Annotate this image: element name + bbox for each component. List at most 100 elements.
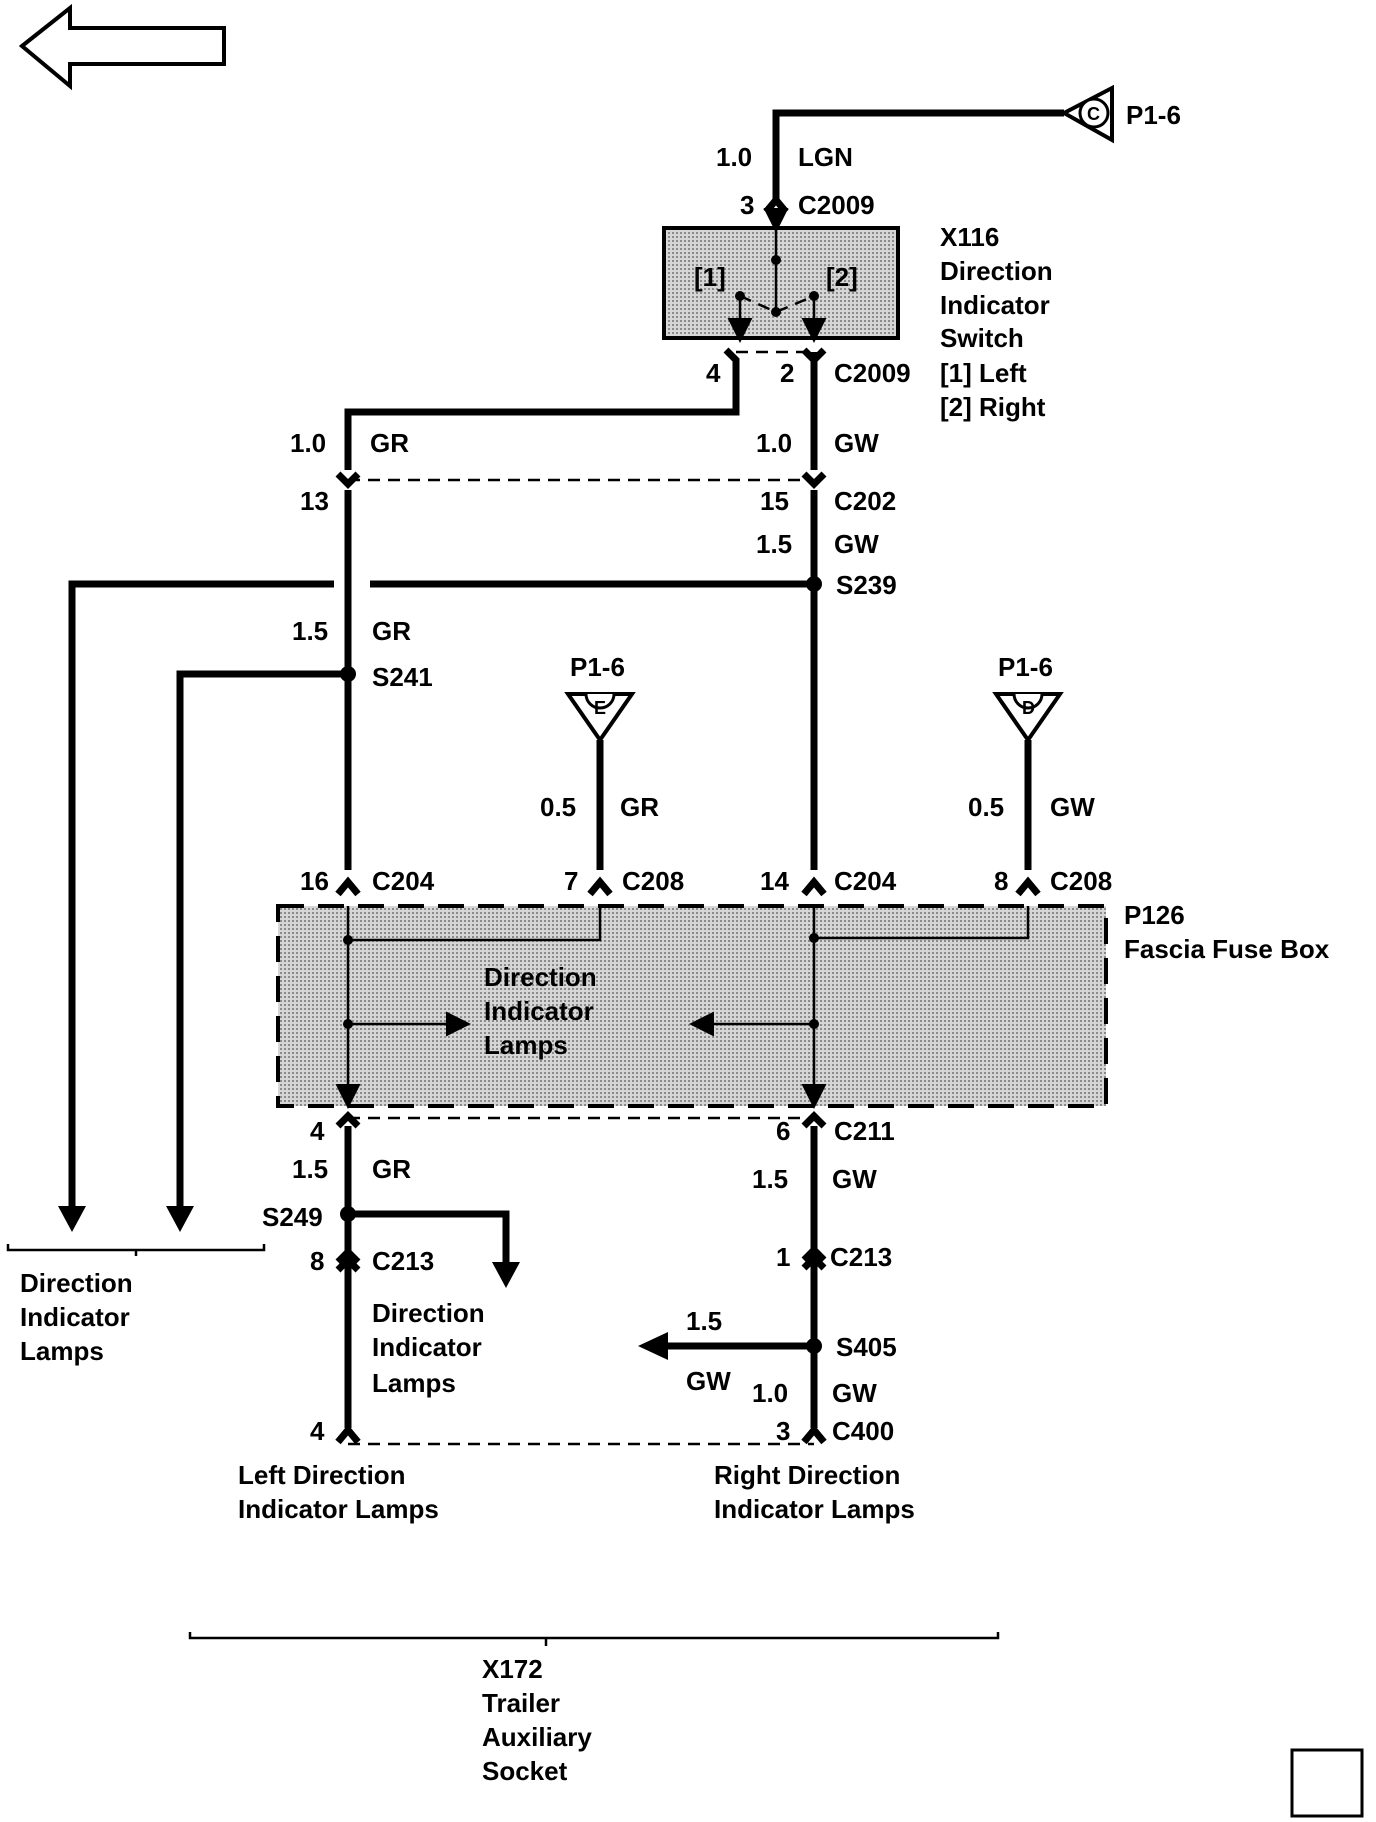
trailer-name-2: Auxiliary [482, 1722, 592, 1752]
c2009-bottom: C2009 [834, 358, 911, 388]
c202-pin15-terminal [801, 471, 827, 489]
gr-b-color: GR [372, 1154, 411, 1184]
left-dil-1: Direction [20, 1268, 133, 1298]
switch-internals [727, 208, 827, 343]
c2009-pin2-terminal [801, 347, 827, 365]
c202-pin15: 15 [760, 486, 789, 516]
c202: C202 [834, 486, 896, 516]
c213-pin1: 1 [776, 1242, 790, 1272]
p16-e: P1-6 [570, 652, 625, 682]
conn-e-letter: E [594, 698, 606, 718]
c213-a: C213 [372, 1246, 434, 1276]
trailer-socket-bracket [188, 1632, 1000, 1640]
c211-pin6: 6 [776, 1116, 790, 1146]
gw15-size: 1.5 [756, 529, 792, 559]
c211-pin4: 4 [310, 1116, 325, 1146]
fuse-box-id: P126 [1124, 900, 1185, 930]
c211: C211 [834, 1116, 895, 1146]
p16-top: P1-6 [1126, 100, 1181, 130]
wire-gr-left [344, 347, 740, 470]
switch-name-3: Switch [940, 323, 1024, 353]
fascia-fuse-box [276, 904, 1108, 1108]
c208-b: C208 [1050, 866, 1112, 896]
mid-dil-2: Indicator [372, 1332, 482, 1362]
fuse-box-name: Fascia Fuse Box [1124, 934, 1330, 964]
d-wire-size: 0.5 [968, 792, 1004, 822]
s405-size: 1.5 [686, 1306, 722, 1336]
gr15-size: 1.5 [292, 616, 328, 646]
top-wire-color: LGN [798, 142, 853, 172]
c211-pin4-terminal [335, 1111, 361, 1129]
left-lamps-bracket [6, 1244, 266, 1252]
trailer-name-1: Trailer [482, 1688, 560, 1718]
mid-dil-1: Direction [372, 1298, 485, 1328]
gr-wire-size: 1.0 [290, 428, 326, 458]
conn-c-letter: C [1087, 104, 1100, 124]
switch-name-2: Indicator [940, 290, 1050, 320]
gr-wire-color: GR [370, 428, 409, 458]
right-lamps-2: Indicator Lamps [714, 1494, 915, 1524]
switch-in-1: [1] [694, 262, 726, 292]
c400-wire-color: GW [832, 1378, 877, 1408]
top-wire-size: 1.0 [716, 142, 752, 172]
left-lamps-2: Indicator Lamps [238, 1494, 439, 1524]
page-corner-box[interactable] [1290, 1748, 1364, 1818]
gr-b-size: 1.5 [292, 1154, 328, 1184]
s239: S239 [836, 570, 897, 600]
c208-pin8-terminal [1015, 876, 1041, 897]
c204-pin14-terminal [801, 876, 827, 897]
c213-pin8-terminal [335, 1247, 361, 1273]
c202-pin13-terminal [335, 471, 361, 489]
wire-s239-branch-b [68, 580, 334, 1210]
left-lamps-1: Left Direction [238, 1460, 406, 1490]
s249: S249 [262, 1202, 323, 1232]
arrow-left-icon [638, 1332, 668, 1360]
connector-c-icon [1059, 84, 1114, 144]
c400-pin3-terminal [801, 1424, 827, 1445]
switch-legend-left: [1] Left [940, 358, 1027, 388]
d-wire-color: GW [1050, 792, 1095, 822]
s241: S241 [372, 662, 433, 692]
c208-pin7: 7 [564, 866, 578, 896]
wire-lgn-top [772, 109, 1064, 200]
c208-pin7-terminal [587, 876, 613, 897]
switch-id: X116 [940, 222, 999, 252]
c204-pin16-terminal [335, 876, 361, 897]
c213-b: C213 [830, 1242, 892, 1272]
back-arrow-icon[interactable] [18, 3, 226, 91]
arrow-down-icon-2 [166, 1206, 194, 1232]
arrow-down-icon-3 [492, 1262, 520, 1288]
c204-pin14: 14 [760, 866, 789, 896]
switch-legend-right: [2] Right [940, 392, 1046, 422]
c208-pin8: 8 [994, 866, 1008, 896]
fuse-in-2: Indicator [484, 996, 594, 1026]
fuse-in-3: Lamps [484, 1030, 568, 1060]
right-lamps-1: Right Direction [714, 1460, 900, 1490]
fuse-in-1: Direction [484, 962, 597, 992]
gw15-color: GW [834, 529, 879, 559]
e-wire-color: GR [620, 792, 659, 822]
mid-dil-3: Lamps [372, 1368, 456, 1398]
e-wire-size: 0.5 [540, 792, 576, 822]
conn-d-letter: D [1022, 698, 1035, 718]
c213-pin1-terminal [801, 1245, 827, 1271]
c2009-pin2: 2 [780, 358, 794, 388]
arrow-down-icon [58, 1206, 86, 1232]
direction-indicator-switch-box [662, 226, 900, 340]
c400: C400 [832, 1416, 894, 1446]
fuse-box-internals [335, 904, 1030, 1109]
c400-pin4-terminal [335, 1424, 361, 1445]
c204-a: C204 [372, 866, 435, 896]
connector-d-icon [992, 692, 1064, 744]
wire-s249-branch [348, 1210, 510, 1266]
c400-pin4: 4 [310, 1416, 325, 1446]
c211-pin6-terminal [801, 1111, 827, 1129]
wire-s241-branch [176, 670, 348, 1210]
gr15-color: GR [372, 616, 411, 646]
gw-wire-size: 1.0 [756, 428, 792, 458]
c208-a: C208 [622, 866, 684, 896]
c400-pin3: 3 [776, 1416, 790, 1446]
s405-color: GW [686, 1366, 731, 1396]
c204-b: C204 [834, 866, 897, 896]
